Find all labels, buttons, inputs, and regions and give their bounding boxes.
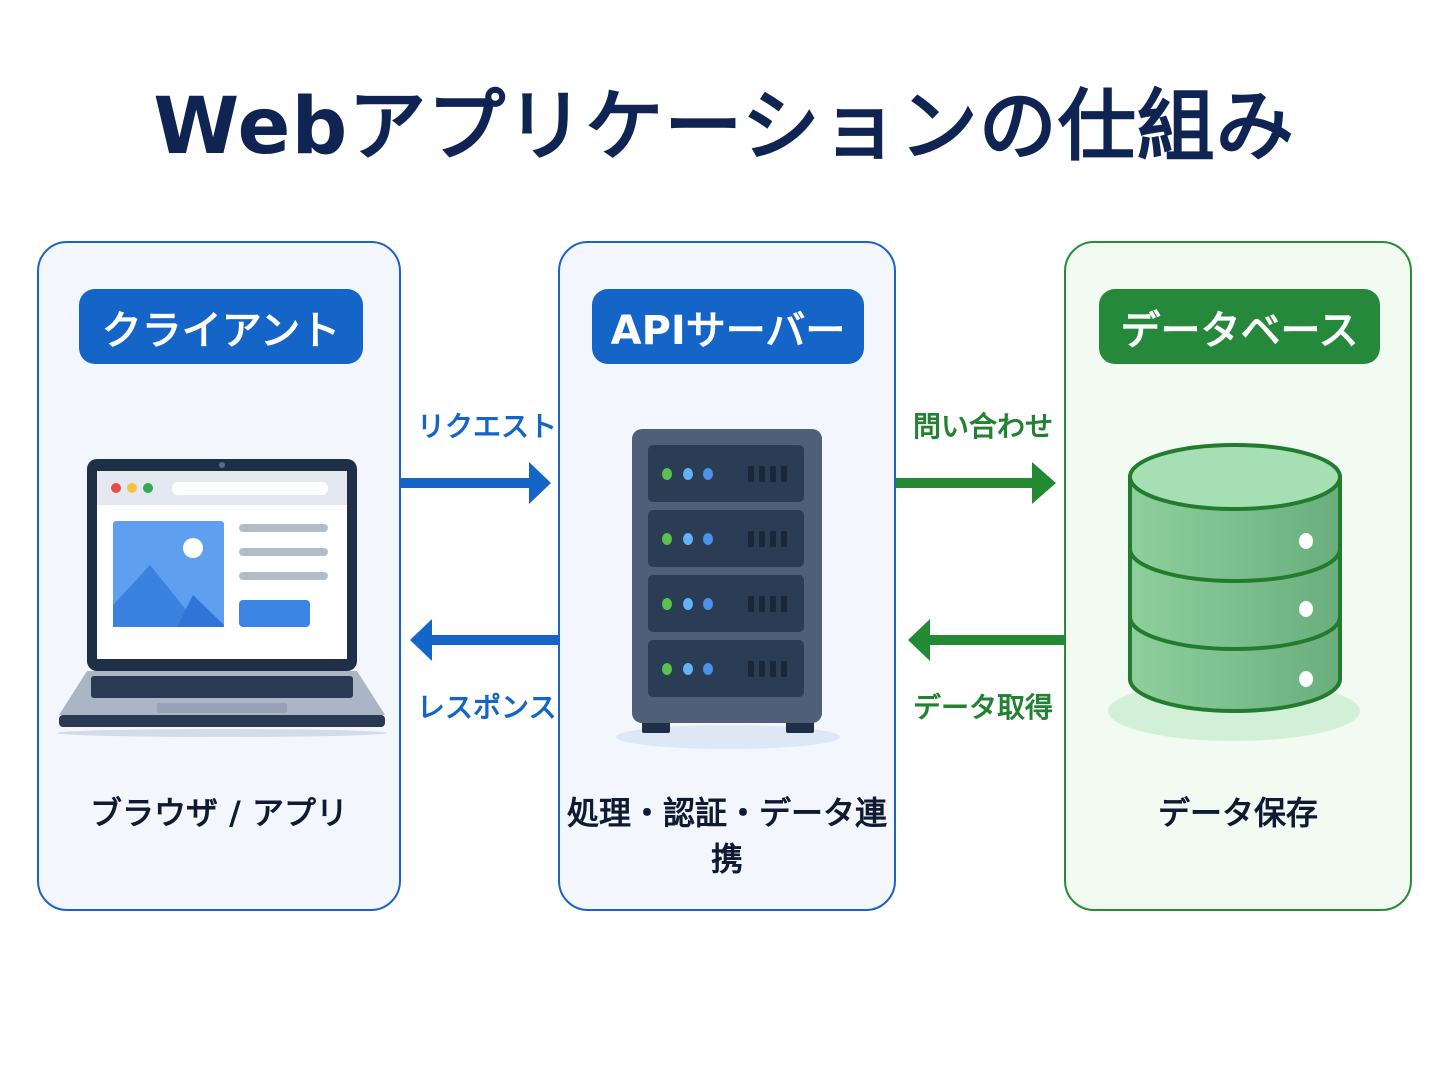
vent-slot [770,596,776,612]
vent-slot [770,466,776,482]
vent-slot [781,661,787,677]
server-bay [648,640,804,697]
status-led-icon [703,663,713,675]
query-label: 問い合わせ [913,410,1054,443]
vent-slot [748,466,754,482]
vent-slot [759,596,765,612]
response-label: レスポンス [417,691,557,724]
api-server-panel: APIサーバー 処理・認証・データ連携 [558,241,896,911]
status-led-icon [683,663,693,675]
database-panel: データベース データ保存 [1064,241,1412,911]
vent-slot [748,596,754,612]
status-led-icon [662,663,672,675]
database-label: データベース [1099,289,1380,364]
laptop-browser-icon [57,459,387,737]
vent-slot [759,661,765,677]
status-led-icon [683,533,693,545]
vent-slot [781,531,787,547]
database-caption: データ保存 [1157,794,1318,832]
server-bay [648,510,804,567]
vent-slot [770,661,776,677]
database-cylinder-icon [1108,443,1360,741]
request-label: リクエスト [417,410,558,443]
client-panel: クライアント ブラウザ / アプリ [37,241,401,911]
query-arrow [896,462,1056,504]
vent-slot [781,596,787,612]
response-arrow [410,619,560,661]
status-led-icon [683,598,693,610]
vent-slot [759,531,765,547]
server-rack-icon [616,429,840,749]
status-led-icon [662,533,672,545]
server-bay [648,445,804,502]
fetch-arrow [908,619,1066,661]
vent-slot [759,466,765,482]
client-label: クライアント [79,289,363,364]
vent-slot [781,466,787,482]
api-server-label: APIサーバー [592,289,864,364]
api-server-caption: 処理・認証・データ連携 [566,794,887,878]
status-led-icon [662,598,672,610]
status-led-icon [703,468,713,480]
status-led-icon [703,598,713,610]
vent-slot [748,661,754,677]
request-arrow [401,462,551,504]
vent-slot [770,531,776,547]
diagram-title: Webアプリケーションの仕組み [153,82,1295,172]
vent-slot [748,531,754,547]
status-led-icon [703,533,713,545]
status-led-icon [662,468,672,480]
server-bay [648,575,804,632]
fetch-label: データ取得 [913,691,1054,724]
status-led-icon [683,468,693,480]
client-caption: ブラウザ / アプリ [90,794,348,832]
